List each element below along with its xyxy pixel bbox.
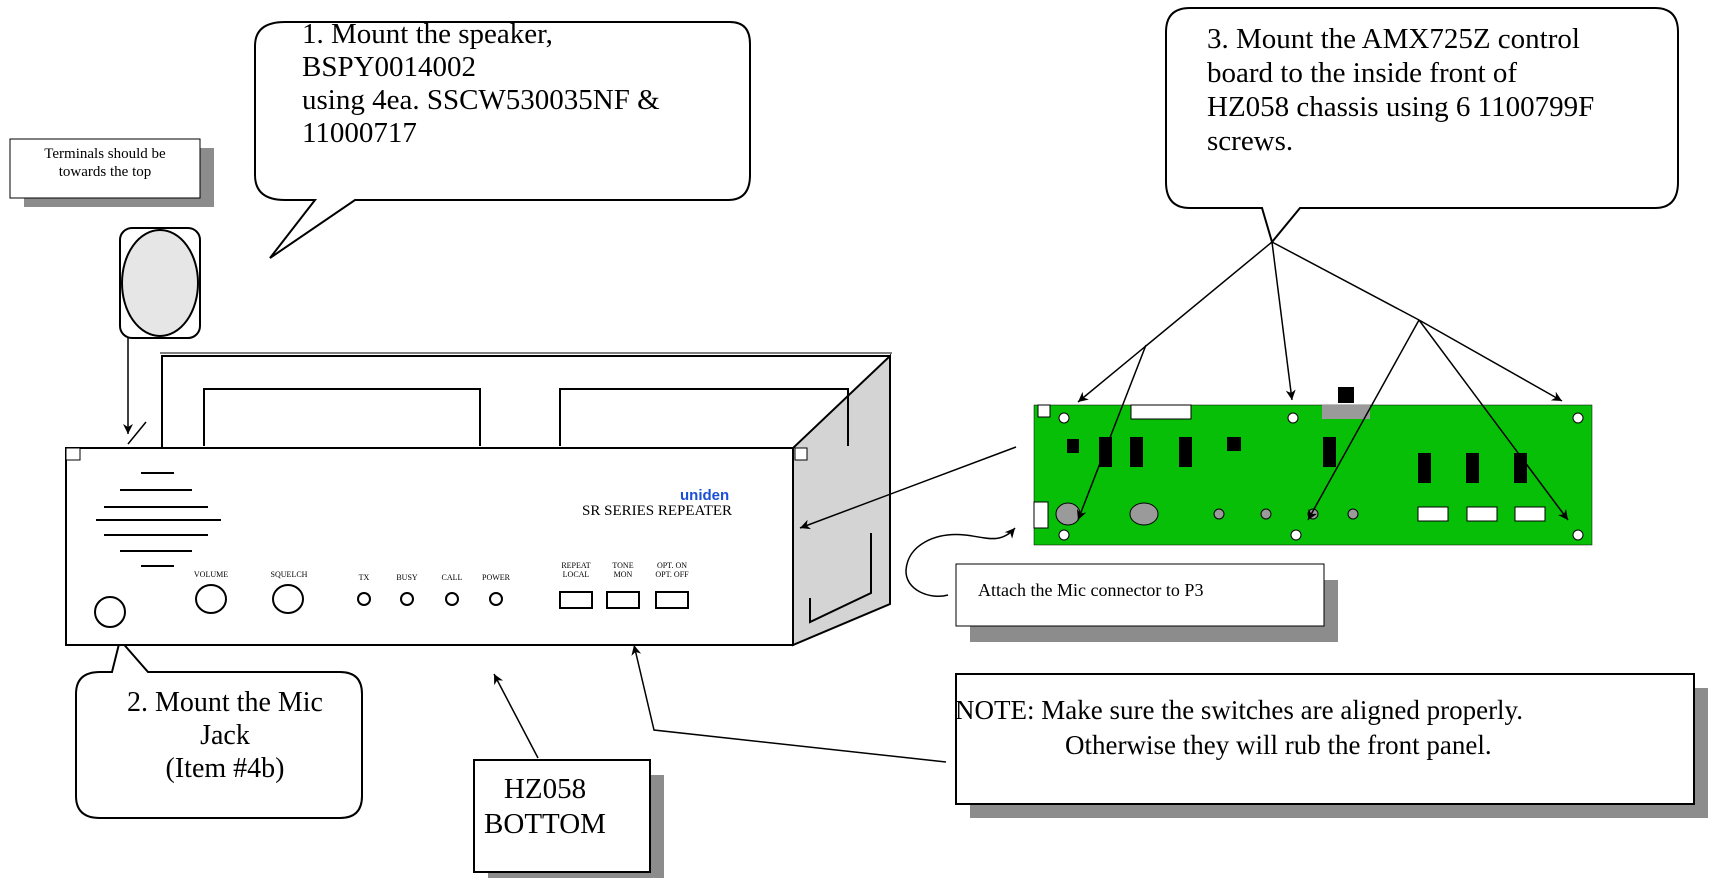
volume-knob	[195, 584, 227, 614]
squelch-knob	[272, 584, 304, 614]
note-arrow	[631, 644, 947, 763]
chassis-top-edge	[161, 355, 890, 448]
step2-callout-bubble	[75, 637, 363, 819]
busy-label: BUSY	[396, 573, 418, 582]
hz058-arrow	[493, 673, 539, 759]
speaker-pointer	[127, 421, 147, 445]
brand-logo: uniden	[680, 487, 730, 504]
speaker-cone	[121, 229, 199, 337]
step3-arrows	[1076, 241, 1569, 521]
power-label: POWER	[482, 573, 510, 582]
hz058-box	[473, 759, 651, 873]
terminals-box	[9, 138, 201, 199]
note-box	[955, 673, 1695, 805]
note-label: NOTE: Make sure the switches are aligned…	[955, 695, 1524, 760]
busy-led	[400, 592, 414, 606]
step2-callout-text: 2. Mount the Mic Jack (Item #4b)	[127, 687, 323, 784]
mic-cable	[905, 527, 1016, 597]
tx-led	[357, 592, 371, 606]
terminals-label: Terminals should be towards the top	[44, 146, 166, 180]
power-led	[489, 592, 503, 606]
mic-connector-box	[955, 563, 1325, 627]
step3-callout-bubble	[1165, 7, 1679, 245]
model-label: SR SERIES REPEATER	[582, 503, 733, 519]
call-led	[445, 592, 459, 606]
mic-connector-label: Attach the Mic connector to P3	[978, 580, 1204, 600]
step3-callout-text: 3. Mount the AMX725Z control board to th…	[1207, 23, 1595, 157]
call-label: CALL	[441, 573, 463, 582]
volume-label: VOLUME	[193, 570, 229, 579]
tone-switch	[606, 591, 640, 609]
chassis-inner-slot-right	[559, 388, 849, 446]
opt-switch	[655, 591, 689, 609]
tx-label: TX	[358, 573, 370, 582]
step1-callout-bubble	[254, 21, 751, 259]
board-to-chassis-arrow	[799, 446, 1017, 530]
chassis-inner-slot-left	[203, 388, 481, 446]
mic-jack	[94, 596, 126, 628]
front-panel	[65, 447, 794, 646]
control-board	[1033, 404, 1593, 546]
board-mounting-holes	[1058, 412, 1584, 541]
repeat-switch	[559, 591, 593, 609]
speaker-grille	[96, 472, 221, 567]
step1-callout-text: 1. Mount the speaker, BSPY0014002 using …	[302, 18, 660, 149]
squelch-label: SQUELCH	[270, 570, 308, 579]
hz058-label: HZ058 BOTTOM	[484, 773, 606, 840]
